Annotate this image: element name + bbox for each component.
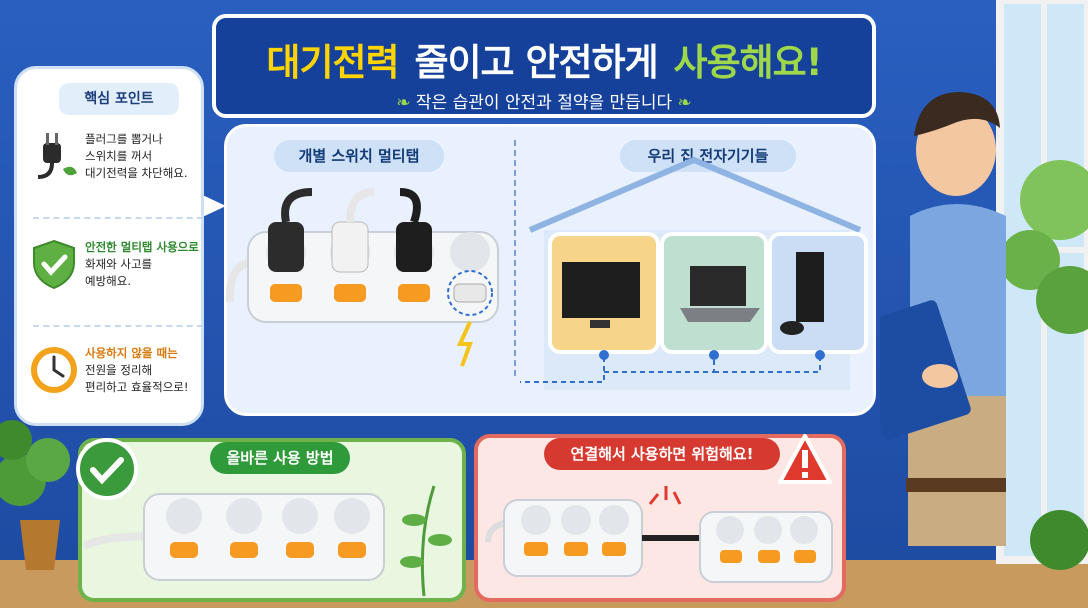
section-divider <box>514 140 516 376</box>
multitap-label: 개별 스위치 멀티탭 <box>274 140 444 172</box>
single-multitap-illustration <box>84 485 452 596</box>
daisy-chained-multitaps-illustration <box>485 486 833 583</box>
subtitle: ❧ 작은 습관이 안전과 절약을 만듭니다 ❧ <box>216 88 872 113</box>
key-point-text: 사용하지 않을 때는 전원을 정리해 편리하고 효율적으로! <box>85 345 205 396</box>
key-point-line: 예방해요. <box>85 274 131 288</box>
key-point-line: 편리하고 효율적으로! <box>85 380 189 394</box>
key-points-panel: 핵심 포인트 플러그를 뽑거나 스위치를 꺼서 대기전력을 차단해요. 안전한 … <box>14 66 204 426</box>
key-point-line: 전원을 정리해 <box>85 363 153 377</box>
key-point-line: 스위치를 꺼서 <box>85 149 153 163</box>
warning-icon <box>778 434 832 484</box>
title-part-standby-power: 대기전력 <box>266 41 399 84</box>
page-title: 대기전력 줄이고 안전하게 사용해요! <box>216 32 872 86</box>
tv-icon <box>548 232 660 354</box>
key-points-title: 핵심 포인트 <box>59 83 179 115</box>
plug-icon <box>37 133 77 179</box>
individual-switch-multitap-illustration <box>226 188 499 367</box>
checkmark-icon <box>90 457 124 485</box>
key-point-highlight: 사용하지 않을 때는 <box>85 346 178 360</box>
checkmark-badge <box>76 438 138 500</box>
title-part-reduce-safely: 줄이고 안전하게 <box>414 41 658 84</box>
shield-check-icon <box>33 239 75 290</box>
title-part-use: 사용해요! <box>673 41 823 84</box>
key-point-line: 대기전력을 차단해요. <box>85 166 188 180</box>
key-point-item: 안전한 멀티탭 사용으로 화재와 사고를 예방해요. <box>27 229 203 317</box>
man-with-clipboard-illustration <box>880 92 1006 546</box>
laptop-icon <box>660 232 768 354</box>
dangerous-usage-label: 연결해서 사용하면 위험해요! <box>544 438 780 470</box>
leaf-icon: ❧ <box>677 93 692 113</box>
game-console-icon <box>768 232 868 354</box>
clock-icon <box>31 347 77 393</box>
key-point-text: 플러그를 뽑거나 스위치를 꺼서 대기전력을 차단해요. <box>85 131 205 182</box>
key-point-line: 화재와 사고를 <box>85 257 153 271</box>
key-point-item: 플러그를 뽑거나 스위치를 꺼서 대기전력을 차단해요. <box>27 121 203 209</box>
divider <box>33 217 203 219</box>
subtitle-text: 작은 습관이 안전과 절약을 만듭니다 <box>415 93 673 113</box>
title-banner: 대기전력 줄이고 안전하게 사용해요! ❧ 작은 습관이 안전과 절약을 만듭니… <box>212 14 876 118</box>
leaf-icon: ❧ <box>396 93 411 113</box>
correct-usage-label: 올바른 사용 방법 <box>210 442 350 474</box>
key-point-highlight: 안전한 멀티탭 사용으로 <box>85 240 199 254</box>
divider <box>33 325 203 327</box>
key-point-line: 플러그를 뽑거나 <box>85 132 163 146</box>
house-devices-illustration <box>520 156 868 390</box>
key-point-item: 사용하지 않을 때는 전원을 정리해 편리하고 효율적으로! <box>27 335 203 423</box>
key-point-text: 안전한 멀티탭 사용으로 화재와 사고를 예방해요. <box>85 239 205 290</box>
